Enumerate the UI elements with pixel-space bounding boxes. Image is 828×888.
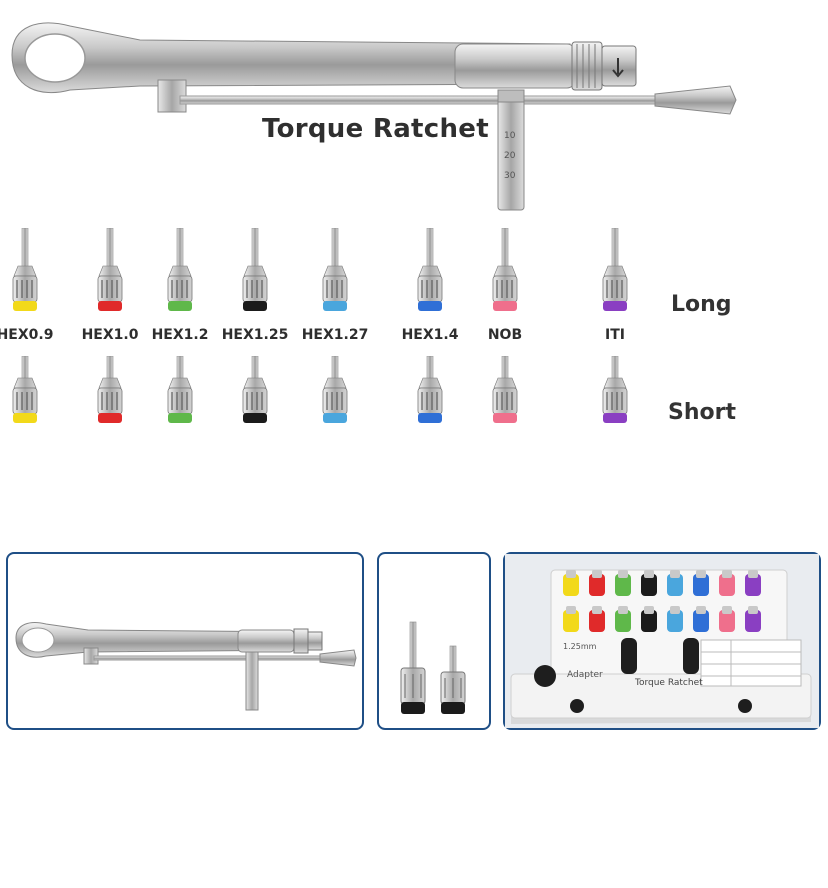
long-driver-hex1-0 [93, 227, 127, 322]
short-driver-hex1-4 [413, 355, 447, 434]
kit-driver-cap [667, 574, 683, 596]
kit-driver-cap [745, 610, 761, 632]
kit-driver-top [670, 606, 680, 614]
kit-driver-cap [693, 574, 709, 596]
kit-driver-cap [693, 610, 709, 632]
kit-driver-top [618, 606, 628, 614]
kit-driver-cap [563, 574, 579, 596]
driver-label-hex0-9: HEX0.9 [0, 327, 54, 343]
short-driver-iti [598, 355, 632, 434]
short-driver-nob [488, 355, 522, 434]
driver-label-hex1-2: HEX1.2 [151, 327, 209, 343]
kit-driver-cap [589, 574, 605, 596]
kit-driver-top [618, 570, 628, 578]
drivers-thumbnail-image [400, 621, 466, 714]
long-row-label: Long [671, 292, 732, 317]
long-driver-hex0-9 [8, 227, 42, 322]
long-driver-hex1-4 [413, 227, 447, 322]
kit-driver-cap [641, 610, 657, 632]
drivers-thumbnail-panel [377, 552, 491, 730]
short-driver-hex1-0 [93, 355, 127, 434]
kit-driver-top [748, 570, 758, 578]
kit-brand-label: Torque Ratchet [635, 678, 703, 688]
short-row-label: Short [668, 400, 736, 425]
kit-driver-cap [615, 610, 631, 632]
kit-driver-cap [641, 574, 657, 596]
kit-size-label: 1.25mm [563, 642, 597, 651]
short-driver-hex1-27 [318, 355, 352, 434]
kit-driver-cap [667, 610, 683, 632]
driver-label-nob: NOB [487, 327, 523, 343]
driver-label-iti: ITI [605, 327, 625, 343]
long-driver-hex1-25 [238, 227, 272, 322]
short-driver-hex1-25 [238, 355, 272, 434]
torque-ratchet-image: 10 20 30 [11, 22, 737, 211]
kit-driver-top [722, 570, 732, 578]
kit-driver-cap [745, 574, 761, 596]
ratchet-thumbnail-panel [6, 552, 364, 730]
kit-box-panel: Adapter Torque Ratchet 1.25mm [503, 552, 821, 730]
long-driver-iti [598, 227, 632, 322]
kit-driver-cap [563, 610, 579, 632]
kit-driver-cap [719, 610, 735, 632]
kit-driver-top [748, 606, 758, 614]
kit-driver-top [696, 570, 706, 578]
kit-driver-top [566, 570, 576, 578]
kit-driver-top [670, 570, 680, 578]
kit-driver-cap [589, 610, 605, 632]
kit-driver-cap [615, 574, 631, 596]
long-driver-hex1-2 [163, 227, 197, 322]
svg-text:20: 20 [504, 151, 516, 161]
svg-text:10: 10 [504, 131, 516, 141]
kit-driver-top [722, 606, 732, 614]
product-title: Torque Ratchet [262, 114, 489, 144]
kit-driver-top [644, 606, 654, 614]
ratchet-thumbnail-image [15, 622, 357, 711]
driver-label-hex1-0: HEX1.0 [81, 327, 139, 343]
svg-text:30: 30 [504, 171, 516, 181]
kit-adapter-label: Adapter [567, 670, 603, 680]
short-driver-hex1-2 [163, 355, 197, 434]
kit-driver-top [644, 570, 654, 578]
kit-driver-top [592, 606, 602, 614]
kit-driver-top [566, 606, 576, 614]
kit-driver-cap [719, 574, 735, 596]
driver-label-hex1-25: HEX1.25 [221, 327, 289, 343]
short-driver-hex0-9 [8, 355, 42, 434]
driver-label-hex1-4: HEX1.4 [401, 327, 459, 343]
driver-label-hex1-27: HEX1.27 [301, 327, 369, 343]
kit-driver-top [696, 606, 706, 614]
kit-driver-top [592, 570, 602, 578]
long-driver-nob [488, 227, 522, 322]
long-driver-hex1-27 [318, 227, 352, 322]
kit-box-image [505, 554, 819, 728]
